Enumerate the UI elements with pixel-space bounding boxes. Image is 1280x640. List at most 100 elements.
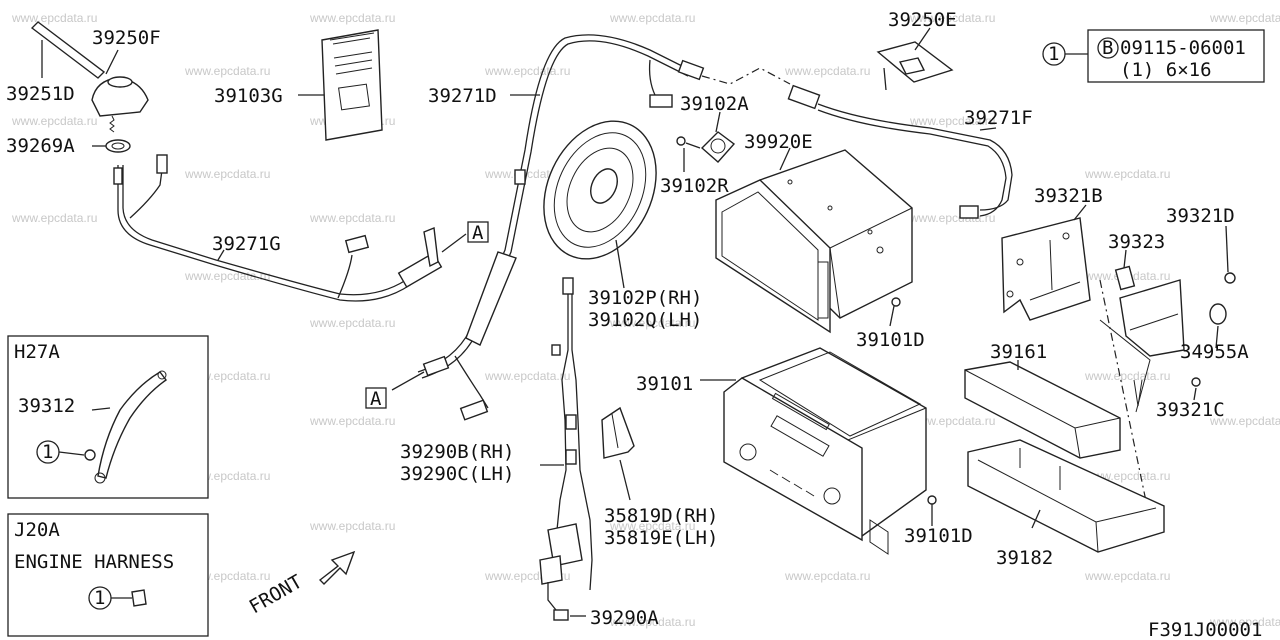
harness-39290: [539, 277, 593, 621]
antenna-cap: [107, 76, 133, 88]
watermark: www.epcdata.ru: [184, 167, 270, 181]
part-39250e-module: [898, 57, 926, 75]
inset-h27a-marker: 1: [42, 441, 53, 463]
leader-39321c: [1193, 387, 1197, 401]
harness-clip: [551, 344, 561, 356]
bracket-left-lines: [1029, 239, 1081, 301]
bracket-39321b: [1001, 204, 1236, 531]
label-39250e: 39250E: [888, 9, 957, 31]
cable-clip: [156, 154, 168, 174]
screw-hole: [827, 205, 833, 211]
cable-39271d-inner: [421, 40, 689, 379]
watermark: www.epcdata.ru: [484, 369, 570, 383]
leader-39102p: [615, 239, 625, 289]
cable-connector-end: [113, 167, 123, 185]
cable-39271f-group: [787, 84, 1013, 219]
watermark: www.epcdata.ru: [184, 64, 270, 78]
watermark: www.epcdata.ru: [909, 211, 995, 225]
harness-clip: [565, 414, 577, 430]
bracket-hole: [1062, 232, 1070, 240]
cable-plug-f: [959, 205, 979, 219]
label-39102r: 39102R: [660, 175, 729, 197]
label-39161: 39161: [990, 341, 1047, 363]
tweeter-dome: [710, 138, 726, 154]
label-39271g: 39271G: [212, 233, 281, 255]
bracket-cross: [1099, 319, 1151, 413]
harness-top-connector: [562, 277, 574, 295]
harness-bracket: [539, 555, 563, 585]
ref-a-1: A: [472, 222, 484, 244]
ref-a-2: A: [370, 388, 382, 410]
leader-39321b: [1073, 204, 1087, 221]
watermark: www.epcdata.ru: [784, 569, 870, 583]
label-39271d: 39271D: [428, 85, 497, 107]
label-39250f: 39250F: [92, 27, 161, 49]
part-39161: [964, 360, 1121, 459]
tweeter-screw-line: [685, 142, 701, 149]
bracket-right: [1119, 279, 1185, 357]
strap-ring-top: [157, 370, 167, 380]
antenna-nut-hole: [111, 142, 125, 150]
ref-a-box-1: [467, 221, 489, 243]
harness-clip: [565, 449, 577, 465]
label-39290c: 39290C(LH): [400, 463, 514, 485]
cable-plug-top: [649, 94, 673, 108]
clip-39323: [1114, 265, 1136, 291]
part-39182-edges: [977, 459, 1157, 553]
part-39182: [967, 439, 1165, 553]
watermark: www.epcdata.ru: [909, 414, 995, 428]
callout-part-number: 09115-06001: [1120, 37, 1246, 59]
manual-spine-lines: [329, 32, 375, 45]
figure-code: F391J00001: [1148, 619, 1262, 640]
speaker: [543, 120, 657, 289]
bracket-tab: [1133, 379, 1143, 407]
label-39290a: 39290A: [590, 607, 659, 629]
manual-text-line: [335, 67, 373, 75]
watermark: www.epcdata.ru: [309, 316, 395, 330]
reference-markers: A A: [365, 221, 489, 410]
label-39271f: 39271F: [964, 107, 1033, 129]
watermark: www.epcdata.ru: [909, 114, 995, 128]
part-39161-edges: [964, 369, 1121, 459]
owner-manual: [298, 29, 383, 141]
part-39182-body: [967, 439, 1165, 553]
tweeter-body: [700, 131, 736, 163]
bracket-right-line: [1129, 313, 1179, 331]
watermark: www.epcdata.ru: [1209, 615, 1280, 629]
bolt-callout: 1 B 09115-06001 (1) 6×16: [1042, 29, 1265, 83]
leader-39271g: [217, 249, 225, 261]
watermark: www.epcdata.ru: [184, 269, 270, 283]
watermark: www.epcdata.ru: [1084, 369, 1170, 383]
label-39312: 39312: [18, 395, 75, 417]
watermark: www.epcdata.ru: [309, 519, 395, 533]
audio-buttons: [769, 469, 815, 497]
screw-hole: [787, 179, 793, 185]
cable-sleeve: [465, 251, 517, 346]
watermark: www.epcdata.ru: [309, 414, 395, 428]
label-39101d-b: 39101D: [904, 525, 973, 547]
callout-b-circle: [1097, 37, 1119, 59]
manual-cover: [321, 29, 383, 141]
label-39101d-a: 39101D: [856, 329, 925, 351]
tweeter: [676, 111, 736, 172]
label-39321b: 39321B: [1034, 185, 1103, 207]
ref-a-box-2: [365, 387, 387, 409]
audio-unit: [700, 347, 937, 555]
watermark: www.epcdata.ru: [484, 64, 570, 78]
inset-h27a-title: H27A: [14, 341, 60, 363]
bolt-39101d: [891, 297, 901, 307]
speaker-center: [590, 168, 618, 204]
cable-clip-d1: [514, 169, 526, 185]
cable-39271d: [417, 34, 691, 373]
leader-39312: [91, 407, 111, 411]
label-39101: 39101: [636, 373, 693, 395]
label-35819e: 35819E(LH): [604, 527, 718, 549]
leader-39182: [1031, 509, 1041, 529]
inset-j20a-marker: 1: [94, 587, 105, 609]
leader-39271f: [979, 127, 997, 131]
inset-j20a: J20A ENGINE HARNESS 1: [7, 513, 209, 637]
harness-wire-1: [555, 294, 569, 541]
antenna-assembly: [30, 21, 467, 302]
